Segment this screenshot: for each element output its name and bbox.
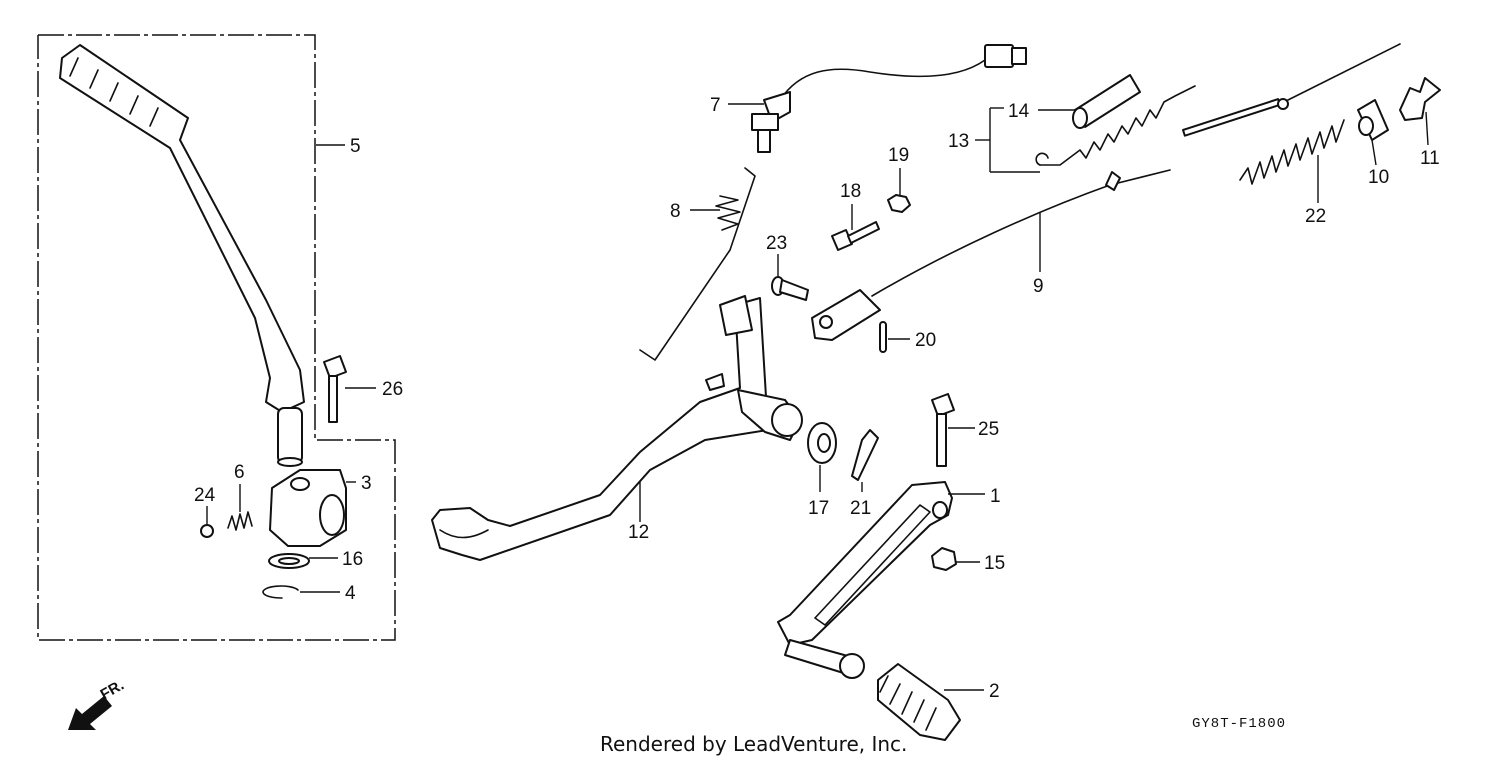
callout-13: 13	[948, 131, 969, 152]
bolt-26[interactable]	[323, 355, 347, 423]
callout-18: 18	[840, 181, 861, 202]
nut-15[interactable]	[931, 547, 957, 571]
bolt-25[interactable]	[931, 393, 955, 467]
spring-sleeve-14[interactable]	[1072, 74, 1141, 129]
callout-22: 22	[1305, 206, 1326, 227]
brake-arm-joint-10[interactable]	[1357, 99, 1389, 141]
stop-switch[interactable]	[751, 44, 1027, 153]
callout-20: 20	[915, 330, 936, 351]
callout-24: 24	[194, 485, 216, 506]
callout-3: 3	[361, 473, 372, 494]
bolt-18[interactable]	[831, 221, 880, 251]
callout-23: 23	[766, 233, 787, 254]
front-direction-indicator: FR.	[68, 677, 127, 730]
credit-text: Rendered by LeadVenture, Inc.	[600, 732, 907, 756]
callout-2: 2	[989, 681, 1000, 702]
callout-5: 5	[350, 136, 361, 157]
switch-spring-8[interactable]	[639, 167, 756, 361]
circlip-4[interactable]	[262, 585, 299, 599]
nut-19[interactable]	[887, 194, 911, 213]
steel-ball-24[interactable]	[200, 524, 214, 538]
callout-7: 7	[710, 95, 721, 116]
washer-17[interactable]	[807, 422, 837, 464]
rod-spring-22[interactable]	[1239, 119, 1345, 185]
kickstarter-arm[interactable]	[59, 44, 305, 467]
callout-16: 16	[342, 549, 363, 570]
callout-6: 6	[234, 462, 245, 483]
brake-rod[interactable]	[811, 43, 1401, 341]
pedal-rubber[interactable]	[877, 663, 961, 741]
callout-26: 26	[382, 379, 403, 400]
callout-9: 9	[1033, 276, 1044, 297]
callout-17: 17	[808, 498, 829, 519]
kickstarter-pinion[interactable]	[269, 469, 347, 547]
callout-10: 10	[1368, 167, 1389, 188]
kickstarter-assembly-frame	[37, 34, 396, 641]
cotter-pin-20[interactable]	[879, 321, 887, 353]
arrow-front-icon	[68, 696, 112, 730]
callout-25: 25	[978, 419, 999, 440]
callout-8: 8	[670, 201, 681, 222]
spring-6[interactable]	[227, 511, 253, 531]
pin-23[interactable]	[771, 276, 809, 301]
callout-21: 21	[850, 498, 871, 519]
return-spring-13[interactable]	[1035, 85, 1196, 166]
callout-1: 1	[990, 486, 1001, 507]
callout-19: 19	[888, 145, 909, 166]
leader-lines	[206, 103, 1429, 691]
callout-15: 15	[984, 553, 1005, 574]
callout-14: 14	[1008, 101, 1030, 122]
washer-16[interactable]	[268, 553, 310, 569]
callout-12: 12	[628, 522, 649, 543]
callout-4: 4	[345, 583, 356, 604]
brake-pedal[interactable]	[431, 295, 803, 561]
callout-11: 11	[1420, 148, 1440, 169]
diagram-code: GY8T-F1800	[1192, 716, 1286, 732]
callout-labels: 5 26 3 6 24 16 4 7 8 18 19 23 20 9 13 14…	[194, 95, 1440, 702]
adjusting-nut-11[interactable]	[1399, 77, 1441, 121]
gearshift-pedal[interactable]	[777, 481, 953, 679]
cotter-pin-21[interactable]	[851, 429, 879, 481]
